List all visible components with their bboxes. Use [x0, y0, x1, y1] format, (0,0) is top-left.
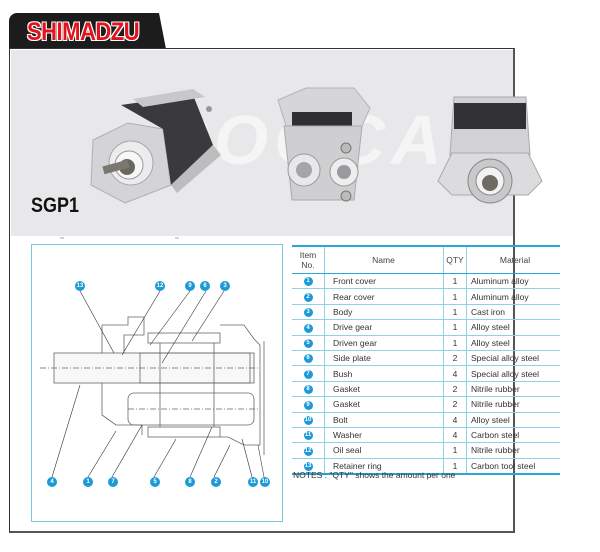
callout-8: 8: [185, 477, 195, 487]
part-qty: 4: [443, 412, 467, 428]
item-number-badge: 5: [303, 339, 313, 348]
part-material: Carbon tool steel: [466, 458, 560, 476]
callout-12: 12: [155, 281, 165, 291]
part-name: Washer: [324, 427, 444, 444]
part-material: Aluminum alloy: [466, 273, 560, 290]
item-number-badge: 13: [303, 462, 313, 472]
part-name: Bush: [324, 365, 444, 382]
part-name: Drive gear: [324, 319, 444, 336]
part-qty: 1: [443, 458, 467, 476]
pump-photo-front: [90, 89, 221, 204]
product-photo-band: POOCA: [11, 50, 543, 236]
item-number-badge: 7: [303, 369, 313, 379]
callout-9: 9: [185, 281, 195, 291]
part-material: Alloy steel: [466, 335, 560, 351]
part-name: Body: [324, 304, 444, 321]
callout-1: 1: [83, 477, 93, 487]
header-material: Material: [466, 245, 560, 274]
callout-7: 7: [108, 477, 118, 487]
part-name: Driven gear: [324, 335, 444, 351]
item-number-badge: 2: [303, 292, 313, 302]
part-material: Nitrile rubber: [466, 396, 560, 413]
part-material: Carbon steel: [466, 427, 560, 444]
pump-cross-section-drawing: [40, 290, 265, 478]
product-sheet-frame: POOCA: [9, 48, 543, 533]
part-qty: 4: [443, 427, 467, 444]
header-item-no: Item No.: [292, 245, 325, 274]
part-name: Bolt: [324, 412, 444, 428]
cross-section-diagram: 13 12 9 6 3 4 1 7 5 8 2 11 10: [31, 244, 283, 522]
part-material: Nitrile rubber: [466, 442, 560, 459]
part-qty: 1: [443, 319, 467, 336]
brand-logo: SHIMADZU: [27, 17, 140, 46]
part-name: Oil seal: [324, 442, 444, 459]
item-number-badge: 4: [303, 323, 313, 333]
item-number-badge: 12: [303, 446, 313, 456]
callout-5: 5: [150, 477, 160, 487]
part-name: Gasket: [324, 381, 444, 398]
callout-10: 10: [260, 477, 270, 487]
part-qty: 2: [443, 396, 467, 413]
part-qty: 1: [443, 442, 467, 459]
model-label: SGP1: [31, 193, 80, 217]
part-qty: 1: [443, 288, 467, 305]
part-material: Nitrile rubber: [466, 381, 560, 398]
callout-4: 4: [47, 477, 57, 487]
callout-3: 3: [220, 281, 230, 291]
part-material: Special alloy steel: [466, 365, 560, 382]
part-qty: 1: [443, 335, 467, 351]
callout-6: 6: [200, 281, 210, 291]
part-name: Gasket: [324, 396, 444, 413]
part-name: Front cover: [324, 273, 444, 290]
part-material: Alloy steel: [466, 412, 560, 428]
header-name: Name: [324, 245, 444, 274]
part-qty: 4: [443, 365, 467, 382]
table-notes: NOTES : "QTY" shows the amount per one: [293, 470, 456, 480]
part-material: Special alloy steel: [466, 350, 560, 367]
item-number-badge: 1: [303, 277, 313, 287]
part-name: Side plate: [324, 350, 444, 367]
item-number-badge: 10: [303, 415, 313, 425]
item-number-badge: 11: [303, 431, 313, 441]
part-material: Cast iron: [466, 304, 560, 321]
callout-11: 11: [248, 477, 258, 487]
diagram-top-marks: [60, 237, 179, 239]
table-header-row: Item No. Name QTY Material: [292, 245, 560, 274]
item-number-badge: 6: [303, 354, 313, 364]
part-qty: 2: [443, 381, 467, 398]
part-material: Aluminum alloy: [466, 288, 560, 305]
part-material: Alloy steel: [466, 319, 560, 336]
header-qty: QTY: [443, 245, 467, 274]
pump-photo-shaft-end: [437, 96, 543, 204]
pump-photo-ports: [277, 87, 371, 202]
part-qty: 1: [443, 304, 467, 321]
item-number-badge: 8: [303, 385, 313, 395]
part-name: Retainer ring: [324, 458, 444, 476]
callout-2: 2: [211, 477, 221, 487]
callout-13: 13: [75, 281, 85, 291]
brand-tab: [9, 13, 166, 49]
part-qty: 2: [443, 350, 467, 367]
item-number-badge: 3: [303, 308, 313, 318]
part-name: Rear cover: [324, 288, 444, 305]
item-number-badge: 9: [303, 400, 313, 410]
part-qty: 1: [443, 273, 467, 290]
